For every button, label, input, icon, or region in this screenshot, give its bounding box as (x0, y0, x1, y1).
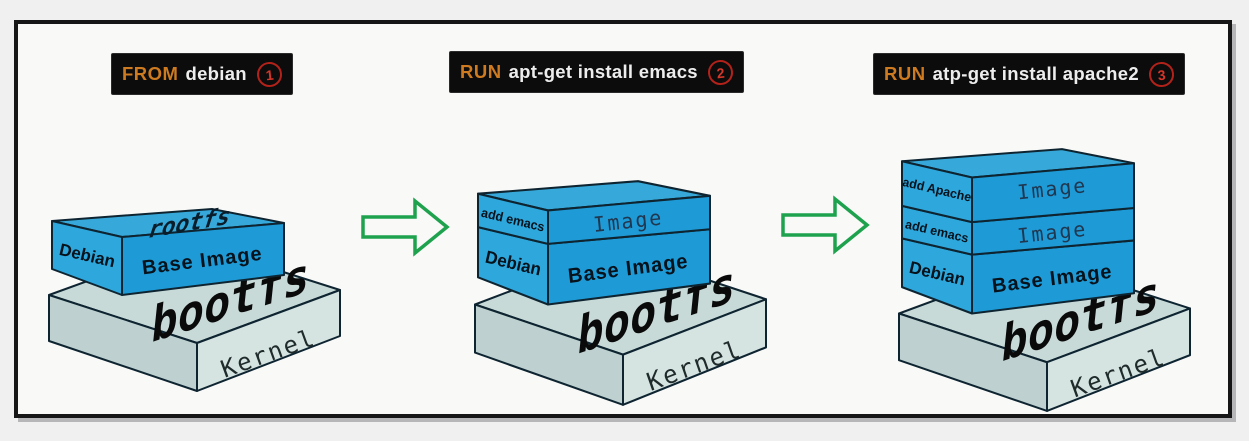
command-keyword: RUN (884, 63, 926, 84)
step-number-badge: 2 (706, 58, 735, 86)
command-args: atp-get install apache2 (932, 63, 1139, 84)
dockerfile-command-3: RUN atp-get install apache2 3 (873, 53, 1185, 95)
dockerfile-command-2: RUN apt-get install emacs 2 (449, 51, 744, 93)
base-image-front-face (121, 222, 285, 296)
slab-front-face (1046, 307, 1191, 412)
right-arrow-icon (361, 197, 450, 257)
arrow-shape (361, 197, 450, 257)
image-stack-1: bootfs Kernel rootfs Base Image Debian (48, 201, 341, 392)
slab-front-face (622, 298, 767, 406)
right-arrow-icon (781, 195, 870, 255)
step-number-badge: 3 (1147, 60, 1176, 88)
arrow-shape (781, 195, 870, 255)
image-stack-2: bootfs Kernel Base Image Debian add emac… (474, 180, 767, 406)
command-args: debian (185, 63, 247, 84)
slab-front-face (196, 289, 341, 392)
diagram-panel: FROM debian 1 RUN apt-get install emacs … (14, 20, 1232, 418)
step-number-badge: 1 (255, 60, 284, 88)
apache-layer-front-face (971, 162, 1135, 224)
image-stack-3: bootfs Kernel Base Image Debian add emac… (898, 148, 1191, 412)
command-keyword: FROM (122, 63, 179, 84)
command-keyword: RUN (460, 61, 502, 82)
dockerfile-command-1: FROM debian 1 (111, 53, 293, 95)
command-args: apt-get install emacs (508, 61, 698, 82)
emacs-layer-front-face (547, 194, 711, 245)
